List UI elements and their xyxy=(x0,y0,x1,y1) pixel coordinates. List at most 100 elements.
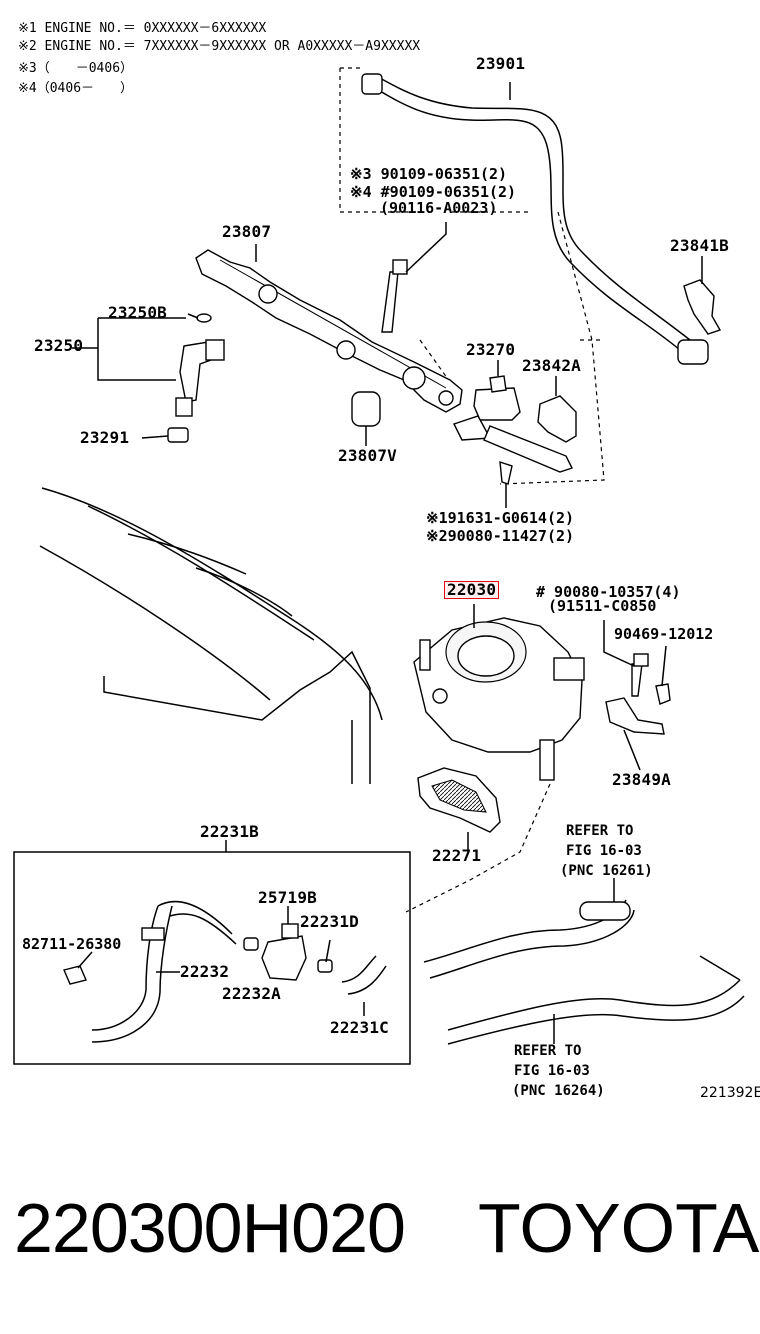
fastener-upper-1: ※3 90109-06351(2) xyxy=(350,165,508,183)
exploded-view-drawing xyxy=(13,67,745,1065)
hose-22231c-outer xyxy=(347,965,387,995)
label-23807[interactable]: 23807 xyxy=(222,222,272,241)
bolt-90080 xyxy=(631,663,643,697)
fastener-lower-2: ※290080-11427(2) xyxy=(426,527,575,545)
label-82711[interactable]: 82711-26380 xyxy=(22,935,122,953)
rail-mount-hole xyxy=(438,390,454,406)
regulator-pipe xyxy=(483,425,573,473)
regulator-top xyxy=(489,375,507,393)
clamp-23841b xyxy=(683,279,722,335)
hose-22231c xyxy=(341,955,377,983)
throttle-nipple xyxy=(539,739,555,781)
throttle-plate xyxy=(457,635,515,677)
manifold-rib-2 xyxy=(39,545,271,701)
engine-note-1: ※1 ENGINE NO.＝ 0XXXXXX－6XXXXXX xyxy=(18,21,267,36)
engine-note-3: ※3（ －0406） xyxy=(18,61,134,76)
fuel-group-dashed-outline xyxy=(339,67,605,485)
refer-lower-line1: REFER TO xyxy=(514,1043,582,1059)
label-23250b[interactable]: 23250B xyxy=(108,303,167,322)
manifold-body xyxy=(103,650,371,784)
label-22030-highlighted[interactable]: 22030 xyxy=(443,580,500,599)
label-90469[interactable]: 90469-12012 xyxy=(614,625,714,643)
leader-90080 xyxy=(603,620,635,667)
gasket-mesh xyxy=(431,779,487,813)
clamp-90469 xyxy=(655,683,671,705)
hose-end-fitting-lower xyxy=(677,339,709,365)
label-23901[interactable]: 23901 xyxy=(476,54,526,73)
refer-upper-line1: REFER TO xyxy=(566,823,634,839)
hose-set-22231b-box xyxy=(13,851,411,1065)
hose-22232 xyxy=(91,905,159,1031)
label-23841b[interactable]: 23841B xyxy=(670,236,729,255)
label-22231d[interactable]: 22231D xyxy=(300,912,359,931)
fastener-lower-1: ※191631-G0614(2) xyxy=(426,509,575,527)
hose-16261-end xyxy=(579,901,631,921)
fastener-throttle-2: (91511-C0850 xyxy=(548,597,657,615)
injector-port-1 xyxy=(258,284,278,304)
fastener-throttle-1: # 90080-10357(4) xyxy=(536,583,681,601)
hose-16264-outer xyxy=(447,995,745,1045)
leader-82711 xyxy=(77,951,93,969)
label-23849a[interactable]: 23849A xyxy=(612,770,671,789)
refer-lower-line3: (PNC 16264) xyxy=(512,1083,605,1099)
clamp-22232a-left xyxy=(243,937,259,951)
manifold-rib-1 xyxy=(87,505,315,641)
injector-connector xyxy=(205,339,225,361)
label-23807v[interactable]: 23807V xyxy=(338,446,397,465)
throttle-pipe xyxy=(419,639,431,671)
clamp-on-hose xyxy=(141,927,165,941)
intake-manifold xyxy=(41,487,383,721)
refer-lower-line2: FIG 16-03 xyxy=(514,1063,590,1079)
label-23250[interactable]: 23250 xyxy=(34,336,84,355)
parts-diagram: ※1 ENGINE NO.＝ 0XXXXXX－6XXXXXX ※2 ENGINE… xyxy=(13,21,760,1101)
label-22232[interactable]: 22232 xyxy=(180,962,230,981)
insulator-23807v xyxy=(351,391,381,427)
manifold-edge-1 xyxy=(127,533,247,575)
diagram-code: 221392E xyxy=(700,1085,760,1101)
leader-23250-bracket xyxy=(72,317,186,381)
fuel-rail-tube xyxy=(219,259,447,389)
engine-note-4: ※4（0406－ ） xyxy=(18,81,134,96)
engine-note-2: ※2 ENGINE NO.＝ 7XXXXXX－9XXXXXX OR A0XXXX… xyxy=(18,39,421,54)
hose-end-fitting xyxy=(361,73,383,95)
hose-22232-top xyxy=(157,900,233,935)
fuel-delivery-pipe-23807 xyxy=(195,249,463,413)
fuel-hose-23901-outer xyxy=(375,75,691,341)
label-22231b[interactable]: 22231B xyxy=(200,822,259,841)
label-22231c[interactable]: 22231C xyxy=(330,1018,389,1037)
fuel-hose-23901 xyxy=(367,83,681,351)
throttle-boss xyxy=(432,688,448,704)
part-number-title: 220300H020 xyxy=(14,1189,406,1267)
bolt-head-90080 xyxy=(633,653,649,667)
leader-90469 xyxy=(661,645,667,687)
label-23842a[interactable]: 23842A xyxy=(522,356,581,375)
label-25719b[interactable]: 25719B xyxy=(258,888,317,907)
refer-upper-line3: (PNC 16261) xyxy=(560,863,653,879)
leader-bolt xyxy=(405,222,447,273)
cushion-23842a xyxy=(537,395,577,443)
label-23270[interactable]: 23270 xyxy=(466,340,516,359)
leader-22231d xyxy=(325,939,331,963)
injector-port-2 xyxy=(336,340,356,360)
leader-23849a xyxy=(623,729,641,771)
brand-title: TOYOTA xyxy=(478,1189,760,1267)
vsv-connector xyxy=(281,923,299,939)
bracket-23849a xyxy=(605,697,665,735)
injector-port-3 xyxy=(402,366,426,390)
hose-16261-outer xyxy=(429,909,635,979)
label-22271[interactable]: 22271 xyxy=(432,846,482,865)
manifold-edge-2 xyxy=(195,567,293,617)
hose-22232-outer xyxy=(91,905,173,1043)
clamp-22232a-right xyxy=(317,959,333,973)
bolt-90109 xyxy=(381,271,399,333)
label-23291[interactable]: 23291 xyxy=(80,428,130,447)
refer-upper-line2: FIG 16-03 xyxy=(566,843,642,859)
insulator-23291 xyxy=(167,427,189,443)
label-22232a[interactable]: 22232A xyxy=(222,984,281,1003)
hose-16264 xyxy=(447,979,741,1031)
o-ring-23250b xyxy=(196,313,212,323)
fastener-upper-3: (90116-A0023) xyxy=(380,199,498,217)
fastener-upper-2: ※4 #90109-06351(2) xyxy=(350,183,517,201)
throttle-sensor xyxy=(553,657,585,681)
hose-22232-top-outer xyxy=(169,913,237,945)
